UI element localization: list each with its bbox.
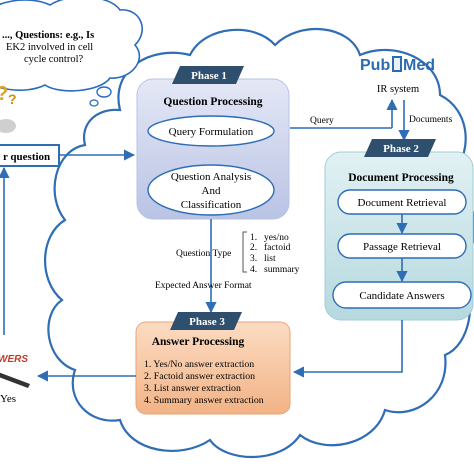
qt-item-1: yes/no (264, 233, 289, 243)
question-type-label: Question Type (176, 249, 231, 259)
qt-num-1: 1. (250, 233, 257, 243)
phase3-tab-label: Phase 3 (189, 316, 225, 328)
answers-logo-text: WERS (0, 354, 28, 365)
qt-num-2: 2. (250, 243, 257, 253)
bubble-dot-large (96, 86, 112, 98)
arrow-candidates-to-phase3 (292, 320, 403, 378)
bubble-line-2: EK2 involved in cell (6, 42, 93, 53)
node-document-retrieval-label: Document Retrieval (358, 197, 447, 209)
phase2-tab (364, 139, 436, 157)
documents-label: Documents (409, 115, 453, 125)
phase2-tab-label: Phase 2 (383, 143, 419, 155)
node-analysis-line-2: And (202, 185, 221, 197)
bubble-line-3: cycle control? (24, 54, 84, 65)
phase3-tab (170, 312, 242, 330)
phase1-tab (172, 66, 244, 84)
svg-text:?: ? (8, 91, 17, 107)
node-analysis-line-3: Classification (181, 199, 242, 211)
qt-num-4: 4. (250, 265, 257, 275)
bubble-dot-small (89, 99, 99, 107)
phase3-item-2: 2. Factoid answer extraction (144, 371, 255, 382)
node-query-formulation (147, 115, 275, 147)
node-passage-retrieval-label: Passage Retrieval (363, 241, 441, 253)
bubble-line-1: ..., Questions: e.g., Is (2, 30, 94, 41)
qt-item-2: factoid (264, 242, 291, 253)
pubmed-logo: Pub Med (360, 56, 435, 74)
phase1-title: Question Processing (163, 96, 262, 108)
user-question-label: r question (3, 151, 50, 163)
qt-item-3: list (264, 254, 276, 264)
phase1-tab-label: Phase 1 (191, 70, 227, 82)
node-analysis-line-1: Question Analysis (171, 171, 251, 183)
node-candidate-answers-label: Candidate Answers (359, 290, 444, 302)
answers-caption: Yes (0, 393, 16, 405)
answers-logo: WERS (0, 354, 30, 388)
pubmed-pub: Pub (360, 57, 390, 74)
node-candidate-answers (332, 281, 472, 309)
qt-item-4: summary (264, 265, 300, 275)
question-bubble (0, 0, 144, 92)
phase3-item-1: 1. Yes/No answer extraction (144, 359, 254, 370)
query-label: Query (310, 116, 334, 126)
phase3-item-3: 3. List answer extraction (144, 383, 241, 394)
phase2-title: Document Processing (348, 172, 454, 184)
expected-answer-format: Expected Answer Format (155, 281, 252, 291)
pubmed-med: Med (403, 57, 435, 74)
phase3-title: Answer Processing (152, 336, 245, 348)
node-query-formulation-label: Query Formulation (169, 126, 254, 138)
question-marks-icon: ? ? (0, 83, 17, 133)
svg-text:?: ? (0, 83, 8, 105)
node-question-analysis (147, 164, 275, 216)
pen-icon (0, 372, 30, 388)
question-type-bracket (242, 231, 247, 273)
ir-system-label: IR system (377, 84, 419, 95)
qt-num-3: 3. (250, 254, 257, 264)
phase3-item-4: 4. Summary answer extraction (144, 395, 264, 406)
